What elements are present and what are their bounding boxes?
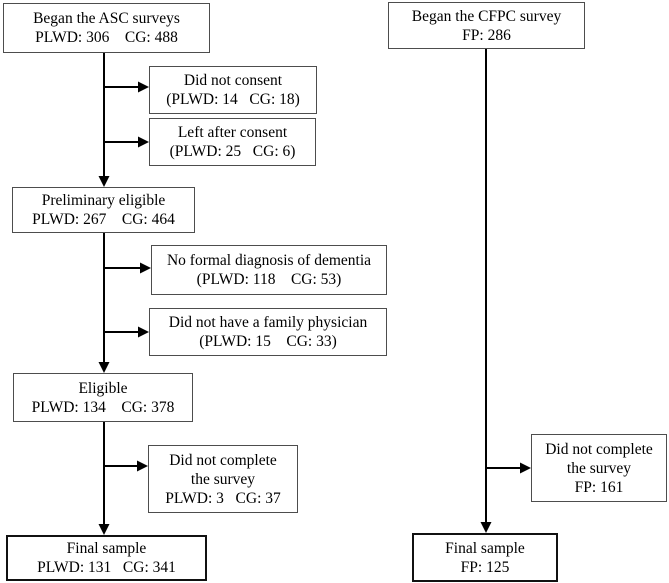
arrow-cfpc-began-to-final	[480, 49, 492, 533]
box-title: the survey	[190, 470, 256, 488]
box-no-family-physician: Did not have a family physician (PLWD: 1…	[149, 308, 387, 356]
box-asc-final-sample: Final sample PLWD: 131 CG: 341	[6, 535, 207, 581]
arrow-eligible-to-final	[98, 422, 110, 535]
box-counts: FP: 161	[574, 478, 624, 496]
arrow-branch-cfpc-did-not-complete	[486, 462, 531, 474]
box-counts: PLWD: 267 CG: 464	[32, 211, 175, 228]
box-title: Did not have a family physician	[168, 314, 368, 331]
box-title: Did not complete	[545, 440, 653, 458]
arrow-branch-did-not-consent	[104, 81, 149, 93]
box-no-formal-diagnosis: No formal diagnosis of dementia (PLWD: 1…	[151, 245, 387, 295]
box-title: Did not consent	[183, 72, 283, 89]
box-title: Preliminary eligible	[41, 192, 166, 209]
arrow-branch-no-formal-diagnosis	[104, 262, 151, 274]
box-counts: PLWD: 3 CG: 37	[165, 489, 281, 507]
box-title: Final sample	[66, 540, 147, 557]
arrow-branch-left-after-consent	[104, 136, 149, 148]
box-title: Final sample	[445, 539, 525, 557]
box-left-after-consent: Left after consent (PLWD: 25 CG: 6)	[149, 118, 316, 166]
box-counts: PLWD: 306 CG: 488	[35, 29, 178, 46]
box-counts: PLWD: 134 CG: 378	[31, 398, 175, 416]
box-title: Began the CFPC survey	[411, 7, 562, 25]
box-began-asc-surveys: Began the ASC surveys PLWD: 306 CG: 488	[3, 3, 210, 53]
box-title: No formal diagnosis of dementia	[166, 252, 372, 269]
box-began-cfpc-survey: Began the CFPC survey FP: 286	[388, 2, 585, 49]
arrow-branch-no-family-physician	[104, 326, 149, 338]
box-title: Did not complete	[169, 451, 277, 469]
arrow-asc-began-to-preliminary	[98, 53, 110, 187]
box-title: Began the ASC surveys	[33, 10, 180, 27]
arrow-preliminary-to-eligible	[98, 233, 110, 373]
box-counts: (PLWD: 25 CG: 6)	[169, 143, 296, 160]
box-asc-did-not-complete: Did not complete the survey PLWD: 3 CG: …	[148, 445, 298, 513]
box-counts: PLWD: 131 CG: 341	[37, 559, 176, 576]
arrow-branch-asc-did-not-complete	[104, 460, 148, 472]
box-title: Left after consent	[177, 124, 288, 141]
box-counts: (PLWD: 118 CG: 53)	[196, 271, 342, 288]
box-cfpc-did-not-complete: Did not complete the survey FP: 161	[531, 434, 667, 502]
box-did-not-consent: Did not consent (PLWD: 14 CG: 18)	[149, 66, 317, 114]
box-preliminary-eligible: Preliminary eligible PLWD: 267 CG: 464	[12, 187, 195, 233]
box-counts: FP: 286	[462, 26, 511, 44]
box-cfpc-final-sample: Final sample FP: 125	[412, 533, 558, 582]
box-counts: FP: 125	[460, 558, 510, 576]
box-title: Eligible	[78, 379, 128, 397]
box-counts: (PLWD: 15 CG: 33)	[199, 333, 337, 350]
box-counts: (PLWD: 14 CG: 18)	[166, 91, 300, 108]
box-eligible: Eligible PLWD: 134 CG: 378	[13, 373, 193, 422]
box-title: the survey	[566, 459, 632, 477]
